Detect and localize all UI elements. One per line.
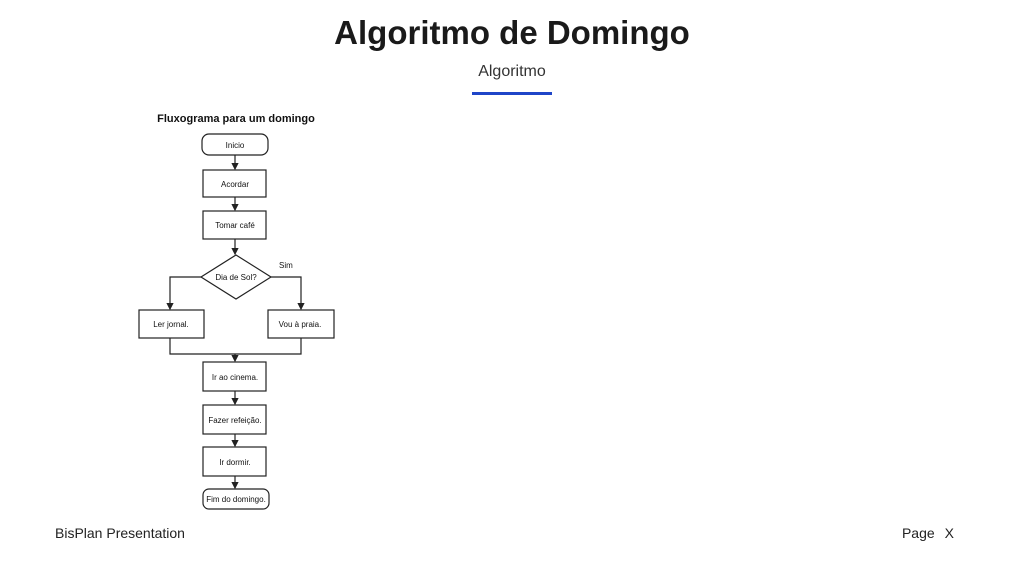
step-box (202, 210, 267, 240)
yes-branch-label: Vou à praia. (279, 320, 322, 329)
merge-line (169, 338, 302, 355)
yes-label: Sim (279, 261, 293, 270)
page-label: Page (901, 525, 935, 541)
no-branch-label: Ler jornal. (153, 320, 189, 329)
slide-title: Algoritmo de Domingo (334, 14, 690, 51)
step-label: Tomar café (215, 221, 255, 230)
no-branch-box (138, 309, 205, 339)
step-label: Ir dormir. (219, 458, 251, 467)
footer-brand: BisPlan Presentation (55, 525, 185, 541)
step-label: Fazer refeição. (208, 416, 261, 425)
decision-label: Dia de Sol? (215, 273, 257, 282)
start-label: Inicio (226, 141, 245, 150)
end-label: Fim do domingo. (206, 495, 266, 504)
start-node (201, 133, 269, 156)
arrow-yes (271, 276, 305, 311)
step-label: Ir ao cinema. (212, 373, 258, 382)
step-box (202, 169, 267, 198)
arrow-no (166, 276, 201, 311)
flowchart-title: Fluxograma para um domingo (157, 113, 315, 125)
step-box (202, 404, 267, 435)
accent-underline (472, 92, 552, 95)
slide-subtitle: Algoritmo (478, 63, 546, 80)
step-box (202, 361, 267, 392)
page-indicator: Page X (892, 525, 954, 541)
decision-node (199, 254, 273, 300)
end-node (202, 488, 270, 510)
page-number: X (944, 525, 954, 541)
step-label: Acordar (221, 180, 249, 189)
yes-branch-box (267, 309, 335, 339)
step-box (202, 446, 267, 477)
